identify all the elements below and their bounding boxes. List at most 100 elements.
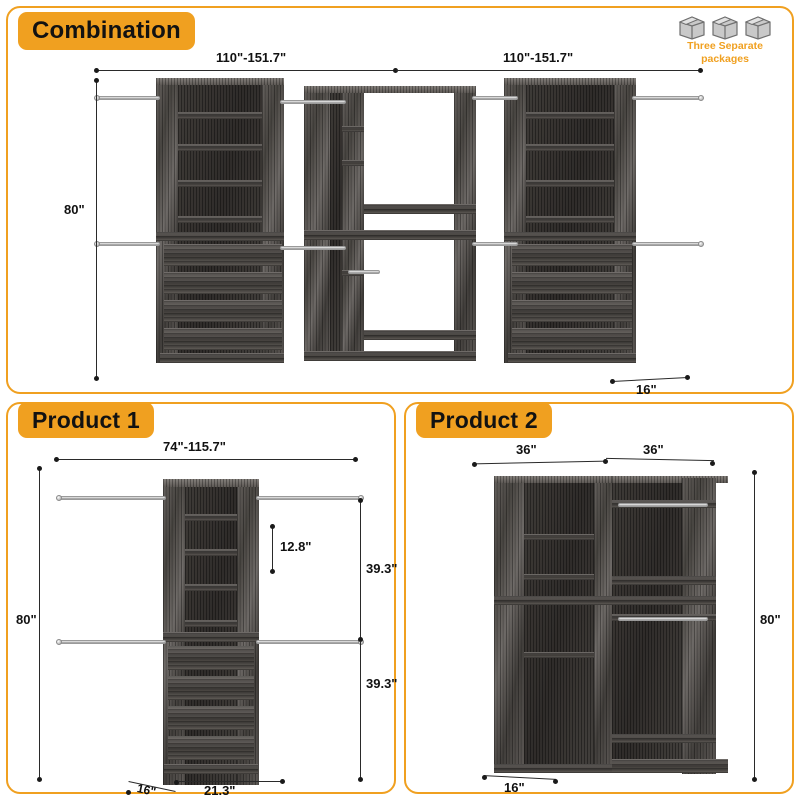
three-separate-packages-mark: Three Separate packages [666,14,784,65]
hanging-rod [58,496,166,500]
hanging-rod [472,242,518,246]
drawer [512,300,632,322]
box-icon [678,16,705,40]
dimension-label: 110"-151.7" [503,50,574,65]
panel-product1: Product 1 [6,402,398,799]
tower-centerleft-back [330,93,342,361]
drawer [164,272,282,294]
shelf [524,534,594,540]
hanging-rod [632,242,700,246]
tower-left-top-cap [156,78,284,85]
panel-title-product2: Product 2 [416,402,552,438]
shelf [185,620,237,627]
tower-centerright-base [508,353,636,363]
p2-right-top-cap [612,476,728,483]
shelf [612,576,716,585]
hanging-rod [348,270,380,274]
packages-caption-line1: Three Separate [687,40,763,52]
hanging-rod [280,100,346,104]
dimension-label: 21.3" [204,783,236,798]
shelf [524,574,594,580]
shelf [178,144,262,151]
tower-centerleft-base [304,351,476,361]
hanging-rod [618,503,708,507]
panel-combination: Combination [6,6,794,397]
shelf [342,126,364,132]
hanging-rod [256,640,361,644]
panel-title-combination: Combination [18,12,195,50]
dimension-label: 39.3" [366,561,398,576]
shelf [526,180,614,187]
dimension-label: 36" [516,442,537,457]
p2-right-mid-divider [612,596,716,605]
tower-centerleft-side-panel-lower [304,240,330,361]
p2-right-back-panel [612,483,682,773]
hanging-rod [96,96,160,100]
box-icon [711,16,738,40]
hanging-rod [472,96,518,100]
dimension-label: 36" [643,442,664,457]
p2-left-inner-divider [594,483,612,773]
p2-left-base [494,764,612,773]
drawer [168,736,254,760]
panel-product2: Product 2 [404,402,794,795]
shelf [342,160,364,166]
shelf [178,180,262,187]
hanging-rod [632,96,700,100]
dimension-label: 80" [16,612,37,627]
dimension-label: 16" [135,781,158,799]
drawer [168,706,254,730]
tower-centerleft-top-cap [304,86,476,93]
shelf [185,549,237,556]
packages-caption-line2: packages [701,52,749,65]
dimension-label: 39.3" [366,676,398,691]
rod-end-cap [698,95,704,101]
shelf [526,144,614,151]
drawer [168,646,254,670]
box-icon [744,16,771,40]
dimension-label: 16" [636,382,657,397]
dimension-label: 80" [64,202,85,217]
shelf [526,112,614,119]
shelf [364,330,476,340]
p1-base [164,764,258,774]
shelf [526,216,614,223]
shelf [185,584,237,591]
shelf [524,652,594,658]
tower-centerright-top-cap [504,78,636,85]
shelf [612,734,716,743]
p2-right-base [612,759,728,773]
hanging-rod [618,617,708,621]
drawer [512,244,632,266]
panel-title-product1: Product 1 [18,402,154,438]
rod-end-cap [56,639,62,645]
p2-left-mid-divider [494,596,612,605]
drawer [164,328,282,350]
drawer [512,272,632,294]
tower-left-mid-divider [156,232,284,241]
rod-end-cap [698,241,704,247]
drawer [164,244,282,266]
tower-centerleft-side-panel [454,93,476,361]
shelf [364,204,476,214]
drawer [164,300,282,322]
shelf [178,112,262,119]
tower-centerleft-mid-divider [304,230,476,240]
hanging-rod [96,242,160,246]
tower-left-base [160,353,284,363]
hanging-rod [256,496,361,500]
dimension-label: 16" [504,780,525,795]
dimension-label: 110"-151.7" [216,50,287,65]
tower-centerleft-divider-lower [342,240,364,361]
shelf [185,514,237,521]
p2-right-outer-panel [682,478,716,774]
p2-left-outer-panel [494,483,524,773]
p1-mid-divider [163,632,259,642]
dimension-label: 12.8" [280,539,312,554]
p1-top-cap [163,479,259,487]
hanging-rod [280,246,346,250]
p2-left-back-panel [524,483,594,773]
dimension-label: 80" [760,612,781,627]
dimension-label: 74"-115.7" [163,439,226,454]
